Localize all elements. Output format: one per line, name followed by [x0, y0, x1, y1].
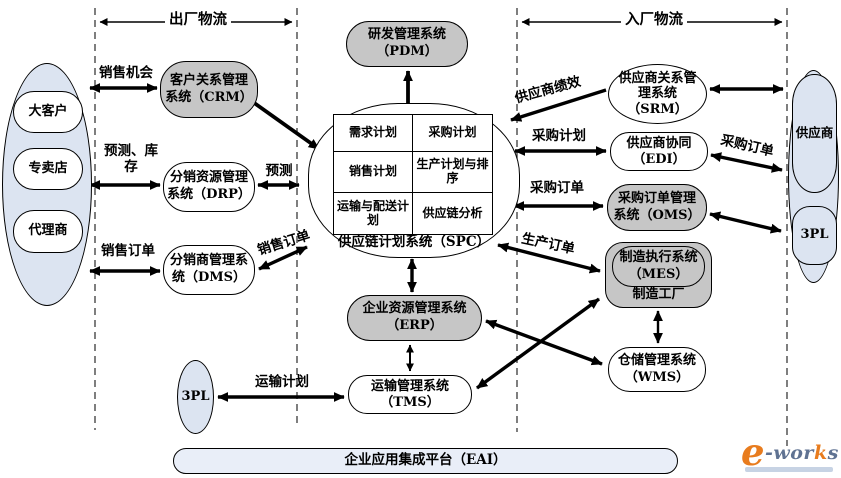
- node-wms-line2: （WMS）: [624, 369, 690, 385]
- supplier-box: 供应商: [792, 74, 837, 193]
- spc-cell-sales-plan: 销售计划: [334, 152, 413, 194]
- arrow-spc-mes: [497, 242, 601, 274]
- node-srm-line3: （SRM）: [627, 101, 688, 117]
- arrow-oms-3pl: [709, 211, 782, 234]
- arrow-edi-supplier: [710, 152, 783, 173]
- node-oms: 采购订单管理 系统（OMS）: [607, 184, 707, 231]
- node-drp-line2: 系统（DRP）: [167, 187, 251, 202]
- customer-agents: 代理商: [13, 210, 83, 253]
- supplier-3pl-label: 3PL: [800, 227, 829, 243]
- node-tms: 运输管理系统 （TMS）: [348, 375, 472, 414]
- node-mes-line2: （MES）: [628, 266, 689, 282]
- node-crm: 客户关系管理 系统（CRM）: [160, 61, 258, 118]
- logo-wordmark: -works: [765, 442, 839, 464]
- arrow-erp-wms: [485, 319, 603, 366]
- node-dms-line1: 分销商管理系: [169, 253, 248, 269]
- logo-k: k: [813, 442, 828, 464]
- node-srm-line2: 理系统: [637, 86, 677, 102]
- supplier-3pl-box: 3PL: [792, 206, 837, 265]
- customer-label: 代理商: [28, 223, 68, 239]
- node-mes: 制造执行系统 （MES）: [612, 246, 705, 287]
- node-edi: 供应商协同 （EDI）: [610, 132, 708, 171]
- node-factory: 制造执行系统 （MES） 制造工厂: [605, 242, 712, 308]
- edge-label-purchase-plan: 采购计划: [532, 128, 586, 144]
- node-oms-line1: 采购订单管理: [617, 190, 696, 206]
- customer-key-accounts: 大客户: [13, 91, 83, 133]
- arrow-dms-spc: [258, 245, 308, 271]
- edge-label-sales-order-left: 销售订单: [101, 243, 155, 259]
- node-erp-line2: （ERP）: [386, 318, 443, 333]
- logo-s: s: [827, 442, 839, 464]
- customer-label: 大客户: [28, 103, 68, 119]
- edge-label-sales-opportunity: 销售机会: [99, 65, 153, 81]
- node-crm-line1: 客户关系管理: [169, 72, 248, 88]
- eai-label: 企业应用集成平台（EAI）: [344, 452, 507, 469]
- arrow-srm-spc: [510, 88, 607, 122]
- node-erp-line1: 企业资源管理系统: [362, 301, 467, 317]
- node-drp: 分销资源管理 系统（DRP）: [163, 162, 255, 212]
- logo-text: -wor: [765, 442, 814, 464]
- node-drp-line1: 分销资源管理: [169, 170, 248, 186]
- spc-cell-purchase-plan: 采购计划: [413, 115, 492, 153]
- node-edi-line2: （EDI）: [632, 151, 686, 167]
- logo-e-swoosh: e: [741, 430, 765, 474]
- node-srm: 供应商关系管 理系统 （SRM）: [608, 64, 707, 124]
- node-pdm-line2: （PDM）: [376, 44, 438, 59]
- edge-label-transport-plan: 运输计划: [255, 374, 309, 390]
- node-erp: 企业资源管理系统 （ERP）: [347, 295, 482, 341]
- node-3pl-left-label: 3PL: [181, 388, 210, 404]
- node-spc: 需求计划 采购计划 销售计划 生产计划与排序 运输与配送计划 供应链分析 供应链…: [308, 103, 520, 258]
- edge-label-purchase-order-mid: 采购订单: [530, 180, 584, 196]
- spc-cell-demand-plan: 需求计划: [334, 115, 413, 153]
- node-dms-line2: 统（DMS）: [171, 270, 247, 285]
- logo-underline: [745, 467, 833, 472]
- node-pdm-line1: 研发管理系统: [367, 27, 446, 43]
- spc-cell-transport-plan: 运输与配送计划: [334, 193, 413, 234]
- arrow-crm-spc: [248, 98, 321, 151]
- factory-label: 制造工厂: [632, 287, 685, 303]
- node-dms: 分销商管理系 统（DMS）: [163, 245, 255, 295]
- node-wms-line1: 仓储管理系统: [617, 353, 696, 369]
- edge-label-forecast: 预测: [265, 163, 293, 179]
- node-edi-line1: 供应商协同: [626, 135, 692, 151]
- node-pdm: 研发管理系统 （PDM）: [346, 21, 468, 67]
- supplier-label: 供应商: [795, 125, 834, 141]
- node-tms-line2: （TMS）: [380, 394, 440, 410]
- spc-caption: 供应链计划系统（SPC）: [337, 234, 491, 251]
- node-wms: 仓储管理系统 （WMS）: [608, 347, 706, 392]
- node-mes-line1: 制造执行系统: [619, 249, 698, 265]
- spc-planning-grid: 需求计划 采购计划 销售计划 生产计划与排序 运输与配送计划 供应链分析: [333, 114, 493, 235]
- node-tms-line1: 运输管理系统: [370, 378, 449, 394]
- eworks-logo: e -works: [741, 430, 839, 474]
- eai-platform-bar: 企业应用集成平台（EAI）: [173, 448, 678, 474]
- edge-label-forecast-inventory: 预测、库存: [104, 143, 158, 175]
- node-oms-line2: 系统（OMS）: [613, 207, 701, 223]
- arrow-tms-mes: [475, 297, 601, 390]
- lane-label-outbound: 出厂物流: [165, 11, 231, 29]
- node-crm-line2: 系统（CRM）: [165, 89, 253, 105]
- spc-cell-chain-analysis: 供应链分析: [422, 205, 483, 220]
- customer-label: 专卖店: [28, 160, 68, 176]
- spc-cell-production-plan: 生产计划与排序: [413, 152, 492, 194]
- customer-specialty-stores: 专卖店: [13, 148, 83, 190]
- lane-label-inbound: 入厂物流: [621, 11, 687, 29]
- node-srm-line1: 供应商关系管: [618, 70, 697, 86]
- node-3pl-left: 3PL: [177, 360, 214, 434]
